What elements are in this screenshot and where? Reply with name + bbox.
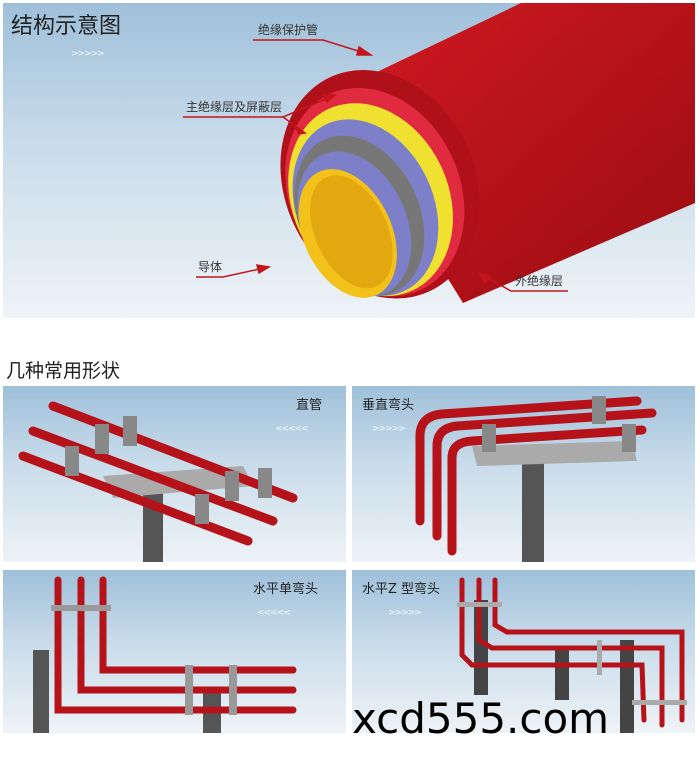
shapes-title: 几种常用形状 <box>6 360 121 382</box>
shape-panel-vertical-elbow: 垂直弯头 >>>>> <box>352 386 695 562</box>
shape-label-horizontal-elbow: 水平单弯头 <box>253 582 319 597</box>
chevrons-decoration: >>>>> <box>372 424 406 434</box>
label-protective-tube: 绝缘保护管 <box>258 23 319 37</box>
chevrons-decoration: <<<<< <box>257 608 291 618</box>
chevrons-decoration: >>>>> <box>71 49 105 59</box>
label-main-insulation: 主绝缘层及屏蔽层 <box>186 100 283 114</box>
shape-panel-horizontal-elbow: 水平单弯头 <<<<< <box>3 570 346 733</box>
shape-label-vertical-elbow: 垂直弯头 <box>362 398 415 413</box>
z-elbow-illustration <box>457 577 687 733</box>
chevrons-decoration: >>>>> <box>388 608 422 618</box>
structure-title: 结构示意图 <box>11 14 122 39</box>
chevrons-decoration: <<<<< <box>275 424 309 434</box>
shape-panel-straight: 直管 <<<<< <box>3 386 346 562</box>
shape-label-straight: 直管 <box>296 398 323 413</box>
cable-cross-section <box>183 3 695 303</box>
label-outer-insulation: 外绝缘层 <box>515 274 564 288</box>
straight-pipe-illustration <box>18 401 298 562</box>
watermark: xcd555.com <box>352 694 610 743</box>
label-conductor: 导体 <box>198 260 223 274</box>
shape-panel-z-elbow: 水平Z 型弯头 >>>>> <box>352 570 695 733</box>
vertical-elbow-illustration <box>415 396 657 562</box>
structure-diagram: 结构示意图 >>>>> 绝缘保护管 主绝缘层及屏蔽层 导体 外绝缘层 <box>3 3 695 318</box>
shape-label-z-elbow: 水平Z 型弯头 <box>362 582 441 597</box>
horizontal-elbow-illustration <box>33 576 297 733</box>
